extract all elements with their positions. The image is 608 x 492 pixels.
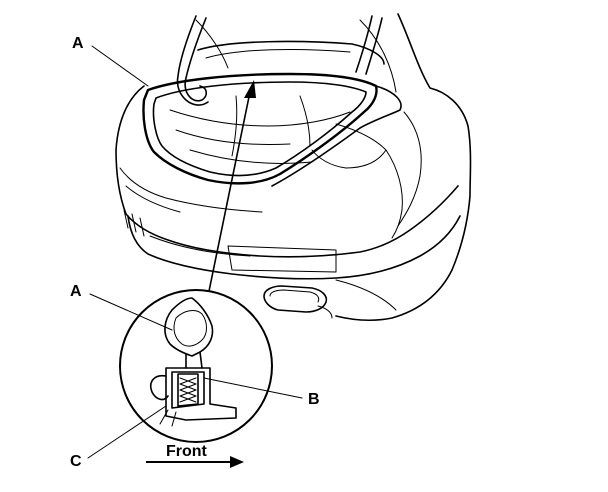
arrow-right-icon — [146, 456, 244, 468]
label-a-top: A — [72, 35, 84, 52]
car-rear-body — [115, 13, 472, 321]
seal-detail-magnified — [119, 289, 273, 443]
trunk-opening — [142, 72, 402, 187]
front-label: Front — [166, 443, 208, 460]
front-direction-indicator: Front — [146, 443, 244, 468]
label-c: C — [70, 453, 82, 470]
callout-a-top: A — [72, 35, 149, 87]
trunk-support-struts — [176, 15, 383, 106]
callout-a-detail: A — [70, 283, 173, 331]
detail-leader-arrow — [207, 80, 256, 297]
label-b: B — [308, 391, 320, 408]
callout-c: C — [70, 405, 167, 470]
trunk-weatherstrip-seal — [142, 72, 378, 185]
callout-b: B — [203, 377, 320, 408]
label-a-detail: A — [70, 283, 82, 300]
